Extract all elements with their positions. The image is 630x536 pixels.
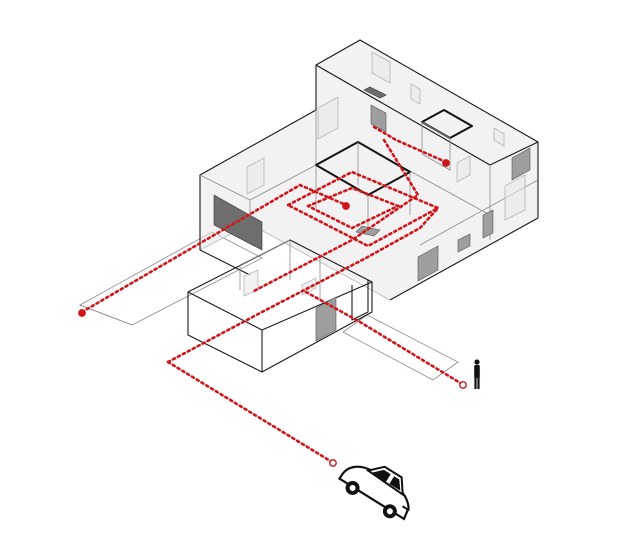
path-courtyard-loop — [286, 170, 442, 248]
upper-volume — [199, 39, 539, 301]
path-car — [166, 206, 440, 364]
node-west — [78, 309, 86, 317]
node-car — [329, 459, 337, 467]
node-courtyard — [342, 202, 350, 210]
car-icon — [338, 465, 410, 521]
path-car-drive — [166, 360, 334, 464]
path-cross — [250, 138, 420, 294]
person-silhouette-icon — [474, 359, 480, 389]
ramp-east — [342, 314, 459, 381]
node-upper — [442, 159, 450, 167]
ramp-west — [79, 231, 263, 326]
path-west-ramp — [80, 183, 348, 314]
circulation-paths — [80, 125, 464, 464]
path-inner-loop — [306, 186, 402, 230]
path-upper — [372, 125, 448, 164]
node-person — [459, 381, 467, 389]
path-person — [304, 290, 464, 386]
roof-skylight — [421, 109, 473, 171]
path-nodes — [78, 159, 467, 467]
